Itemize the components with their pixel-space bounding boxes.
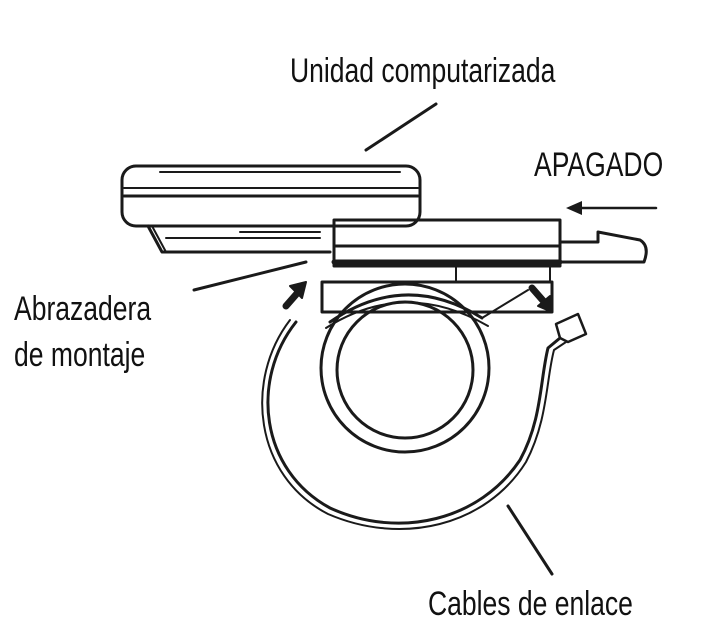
direction-arrows (282, 201, 658, 313)
handlebar-tube (319, 282, 529, 454)
leader-mounting-clamp (192, 260, 308, 292)
leader-computer-unit (364, 102, 438, 152)
label-link-cables: Cables de enlace (428, 585, 633, 623)
computer-unit (120, 164, 422, 254)
mounting-bracket (320, 218, 648, 314)
leader-lines (192, 102, 554, 576)
label-off: APAGADO (534, 146, 664, 184)
label-mounting-clamp-line2: de montaje (14, 336, 146, 374)
label-mounting-clamp-line1: Abrazadera (14, 290, 152, 328)
leader-link-cables (506, 504, 554, 576)
link-cable-band (261, 312, 588, 531)
label-computer-unit: Unidad computarizada (290, 52, 556, 90)
